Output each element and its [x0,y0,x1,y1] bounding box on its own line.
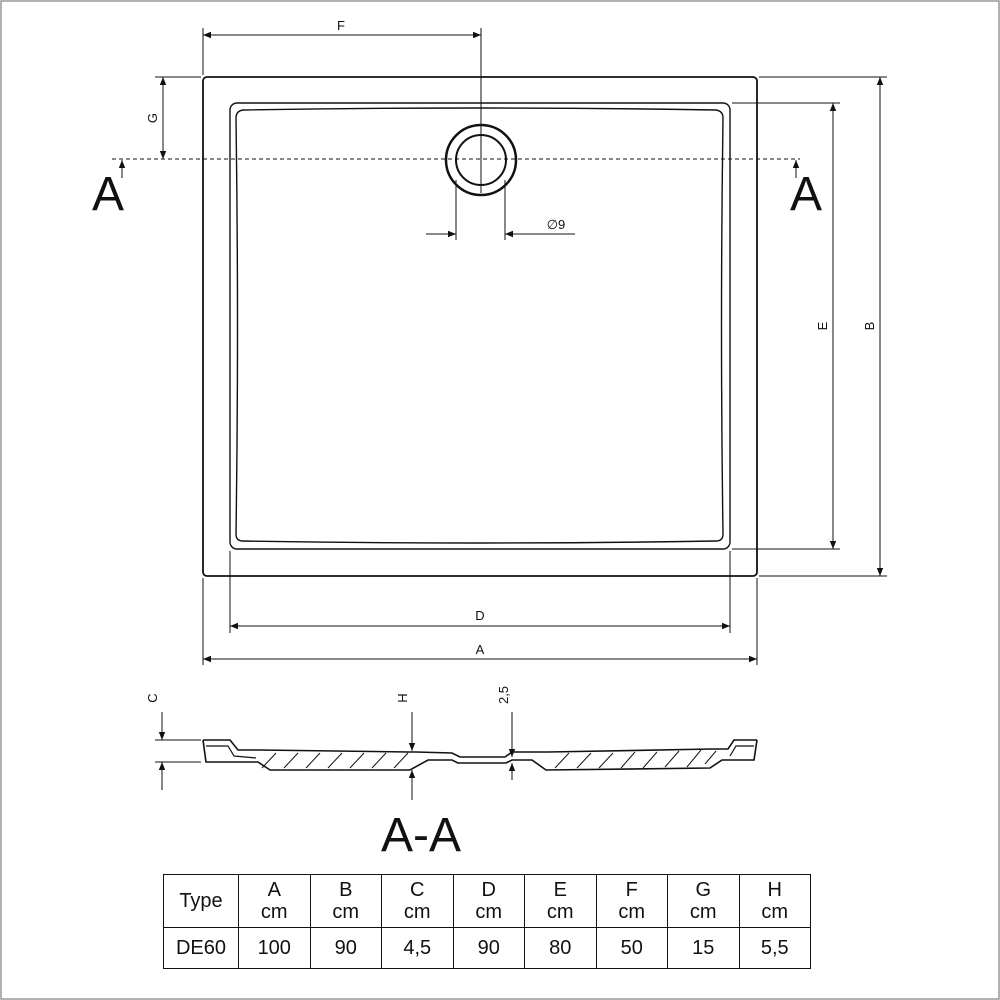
spec-value-f: 50 [595,927,668,969]
tray-plan-view [202,76,758,577]
dim-diameter-label: ∅9 [547,217,566,232]
spec-unit: cm [475,901,503,923]
spec-header-type: Type [163,874,239,928]
spec-value-e: 80 [524,927,597,969]
spec-value-a: 100 [238,927,311,969]
spec-value-g: 15 [667,927,740,969]
tray-basin-inner [235,107,724,544]
section-marker-right: A [790,168,822,221]
section-line [112,158,800,178]
spec-unit: cm [761,901,789,923]
dim-d-label: D [475,608,484,623]
spec-key: D [481,879,496,901]
spec-unit: cm [689,901,717,923]
section-profile-rim [206,745,754,759]
section-hatching [261,749,717,769]
spec-value-b: 90 [309,927,382,969]
dim-b-label: B [862,322,877,331]
spec-unit: cm [618,901,646,923]
spec-key: F [625,879,638,901]
spec-unit: cm [260,901,288,923]
tray-section-view [202,739,758,771]
spec-type-value: DE60 [163,927,239,969]
dim-drain-depth-label: 2,5 [496,686,511,704]
dim-c-label: C [145,693,160,702]
dim-g-label: G [145,113,160,123]
spec-key: H [767,879,782,901]
tray-basin-outer [229,102,731,550]
spec-unit: cm [546,901,574,923]
dim-f-label: F [337,18,345,33]
spec-key: C [410,879,425,901]
dim-e-label: E [815,321,830,330]
spec-key: E [553,879,567,901]
spec-key: A [267,879,281,901]
section-title: A-A [381,809,461,862]
spec-value-d: 90 [452,927,525,969]
spec-key: B [339,879,353,901]
section-marker-left: A [92,168,124,221]
spec-unit: cm [332,901,360,923]
dim-a-label: A [476,642,485,657]
spec-unit: cm [403,901,431,923]
spec-value-c: 4,5 [381,927,454,969]
tray-outer-rim [202,76,758,577]
spec-value-h: 5,5 [738,927,811,969]
spec-table-row: DE60 100 90 4,5 90 80 50 15 5,5 [163,927,811,969]
section-profile-top [203,739,757,758]
spec-key: G [695,879,712,901]
dim-h-label: H [395,693,410,702]
